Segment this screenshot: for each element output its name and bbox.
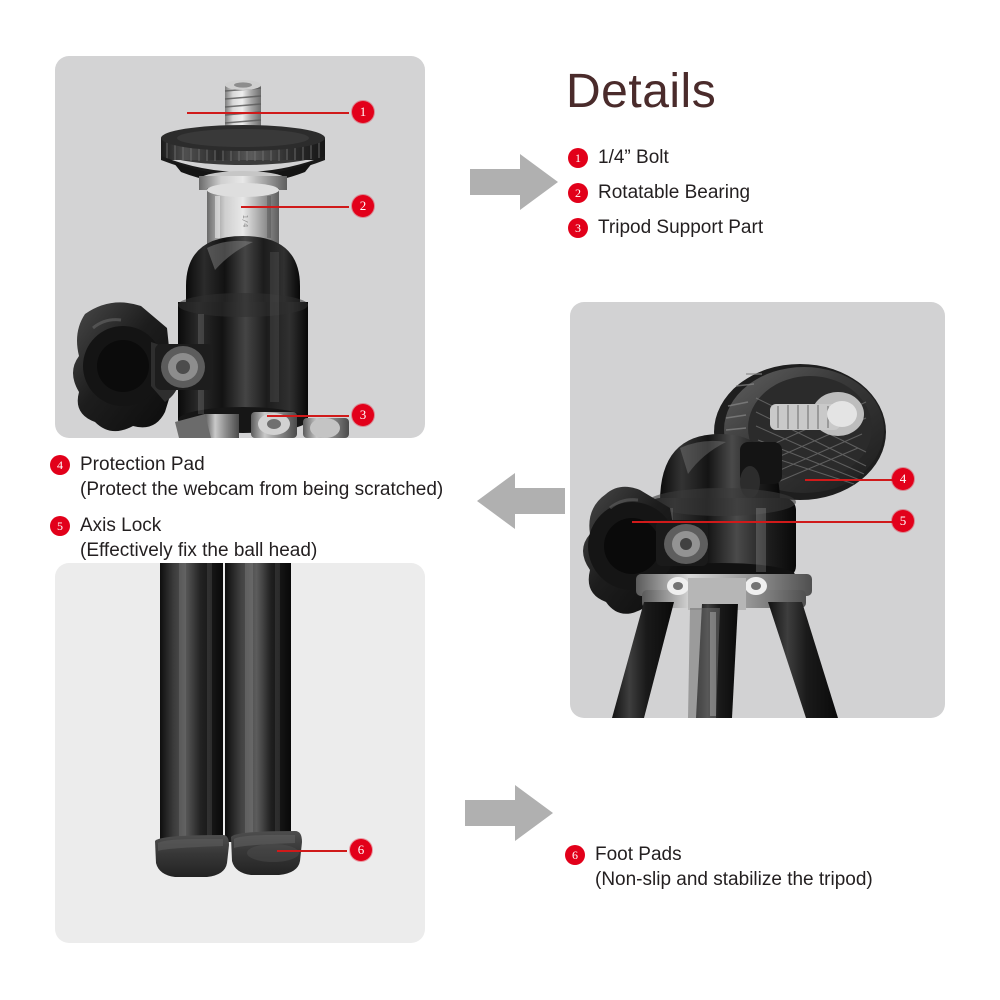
list-item: 2 Rotatable Bearing <box>568 180 763 205</box>
rotatable-bearing-art: 1/4 <box>199 171 287 244</box>
product-image-panel-ballhead: 1/4 <box>55 56 425 438</box>
list-item-label: Rotatable Bearing <box>598 182 751 203</box>
axis-lock-knob-art <box>73 302 213 432</box>
knurled-disc-art <box>161 125 325 184</box>
list-item-note: (Protect the webcam from being scratched… <box>80 479 444 500</box>
bottom-list: 6 Foot Pads (Non-slip and stabilize the … <box>565 842 873 893</box>
list-item: 1 1/4” Bolt <box>568 145 763 170</box>
arrow-to-details <box>470 154 558 210</box>
product-image-panel-tripod: 4 5 <box>570 302 945 718</box>
page-title: Details <box>566 65 717 118</box>
list-item-note: (Effectively fix the ball head) <box>80 540 318 561</box>
leader-line-5 <box>632 521 905 523</box>
list-item: 4 Protection Pad (Protect the webcam fro… <box>50 452 443 503</box>
tripod-head-illustration <box>583 364 886 718</box>
arrow-to-foot-pads <box>465 785 553 841</box>
list-number-badge: 5 <box>50 516 70 536</box>
callout-badge-3: 3 <box>352 404 374 426</box>
callout-badge-2: 2 <box>352 195 374 217</box>
svg-text:1/4: 1/4 <box>241 215 249 228</box>
ballhead-illustration: 1/4 <box>73 80 349 438</box>
callout-badge-5: 5 <box>892 510 914 532</box>
callout-badge-1: 1 <box>352 101 374 123</box>
list-item: 3 Tripod Support Part <box>568 215 763 240</box>
tripod-leg-right-art <box>225 563 291 842</box>
tripod-collar-art <box>636 574 812 610</box>
callout-badge-6: 6 <box>350 839 372 861</box>
list-number-badge: 6 <box>565 845 585 865</box>
list-item: 5 Axis Lock (Effectively fix the ball he… <box>50 513 443 564</box>
foot-pad-right-art <box>231 831 302 875</box>
leader-line-2 <box>241 206 349 208</box>
list-number-badge: 3 <box>568 218 588 238</box>
foot-pad-left-art <box>155 835 229 877</box>
list-item-label: 1/4” Bolt <box>598 147 669 168</box>
tripod-leg-left-art <box>160 563 223 844</box>
list-number-badge: 1 <box>568 148 588 168</box>
list-item-label: Protection Pad <box>80 454 205 475</box>
product-image-panel-legs: 6 <box>55 563 425 943</box>
details-list: 1 1/4” Bolt 2 Rotatable Bearing 3 Tripod… <box>568 145 763 240</box>
list-number-badge: 2 <box>568 183 588 203</box>
middle-list: 4 Protection Pad (Protect the webcam fro… <box>50 452 443 564</box>
leader-line-1 <box>187 112 349 114</box>
list-item-label: Tripod Support Part <box>598 217 764 238</box>
leader-line-6 <box>277 850 347 852</box>
ballhead-body-art <box>178 236 308 433</box>
leader-line-4 <box>805 479 905 481</box>
list-item-note: (Non-slip and stabilize the tripod) <box>595 869 873 890</box>
list-number-badge: 4 <box>50 455 70 475</box>
foot-pads-illustration <box>155 563 302 877</box>
leader-line-3 <box>267 415 349 417</box>
list-item-label: Foot Pads <box>595 844 682 865</box>
tripod-support-part-art <box>175 412 349 438</box>
callout-badge-4: 4 <box>892 468 914 490</box>
list-item: 6 Foot Pads (Non-slip and stabilize the … <box>565 842 873 893</box>
list-item-label: Axis Lock <box>80 515 162 536</box>
tripod-legs-art <box>612 602 838 718</box>
arrow-to-pad-lock <box>477 473 565 529</box>
